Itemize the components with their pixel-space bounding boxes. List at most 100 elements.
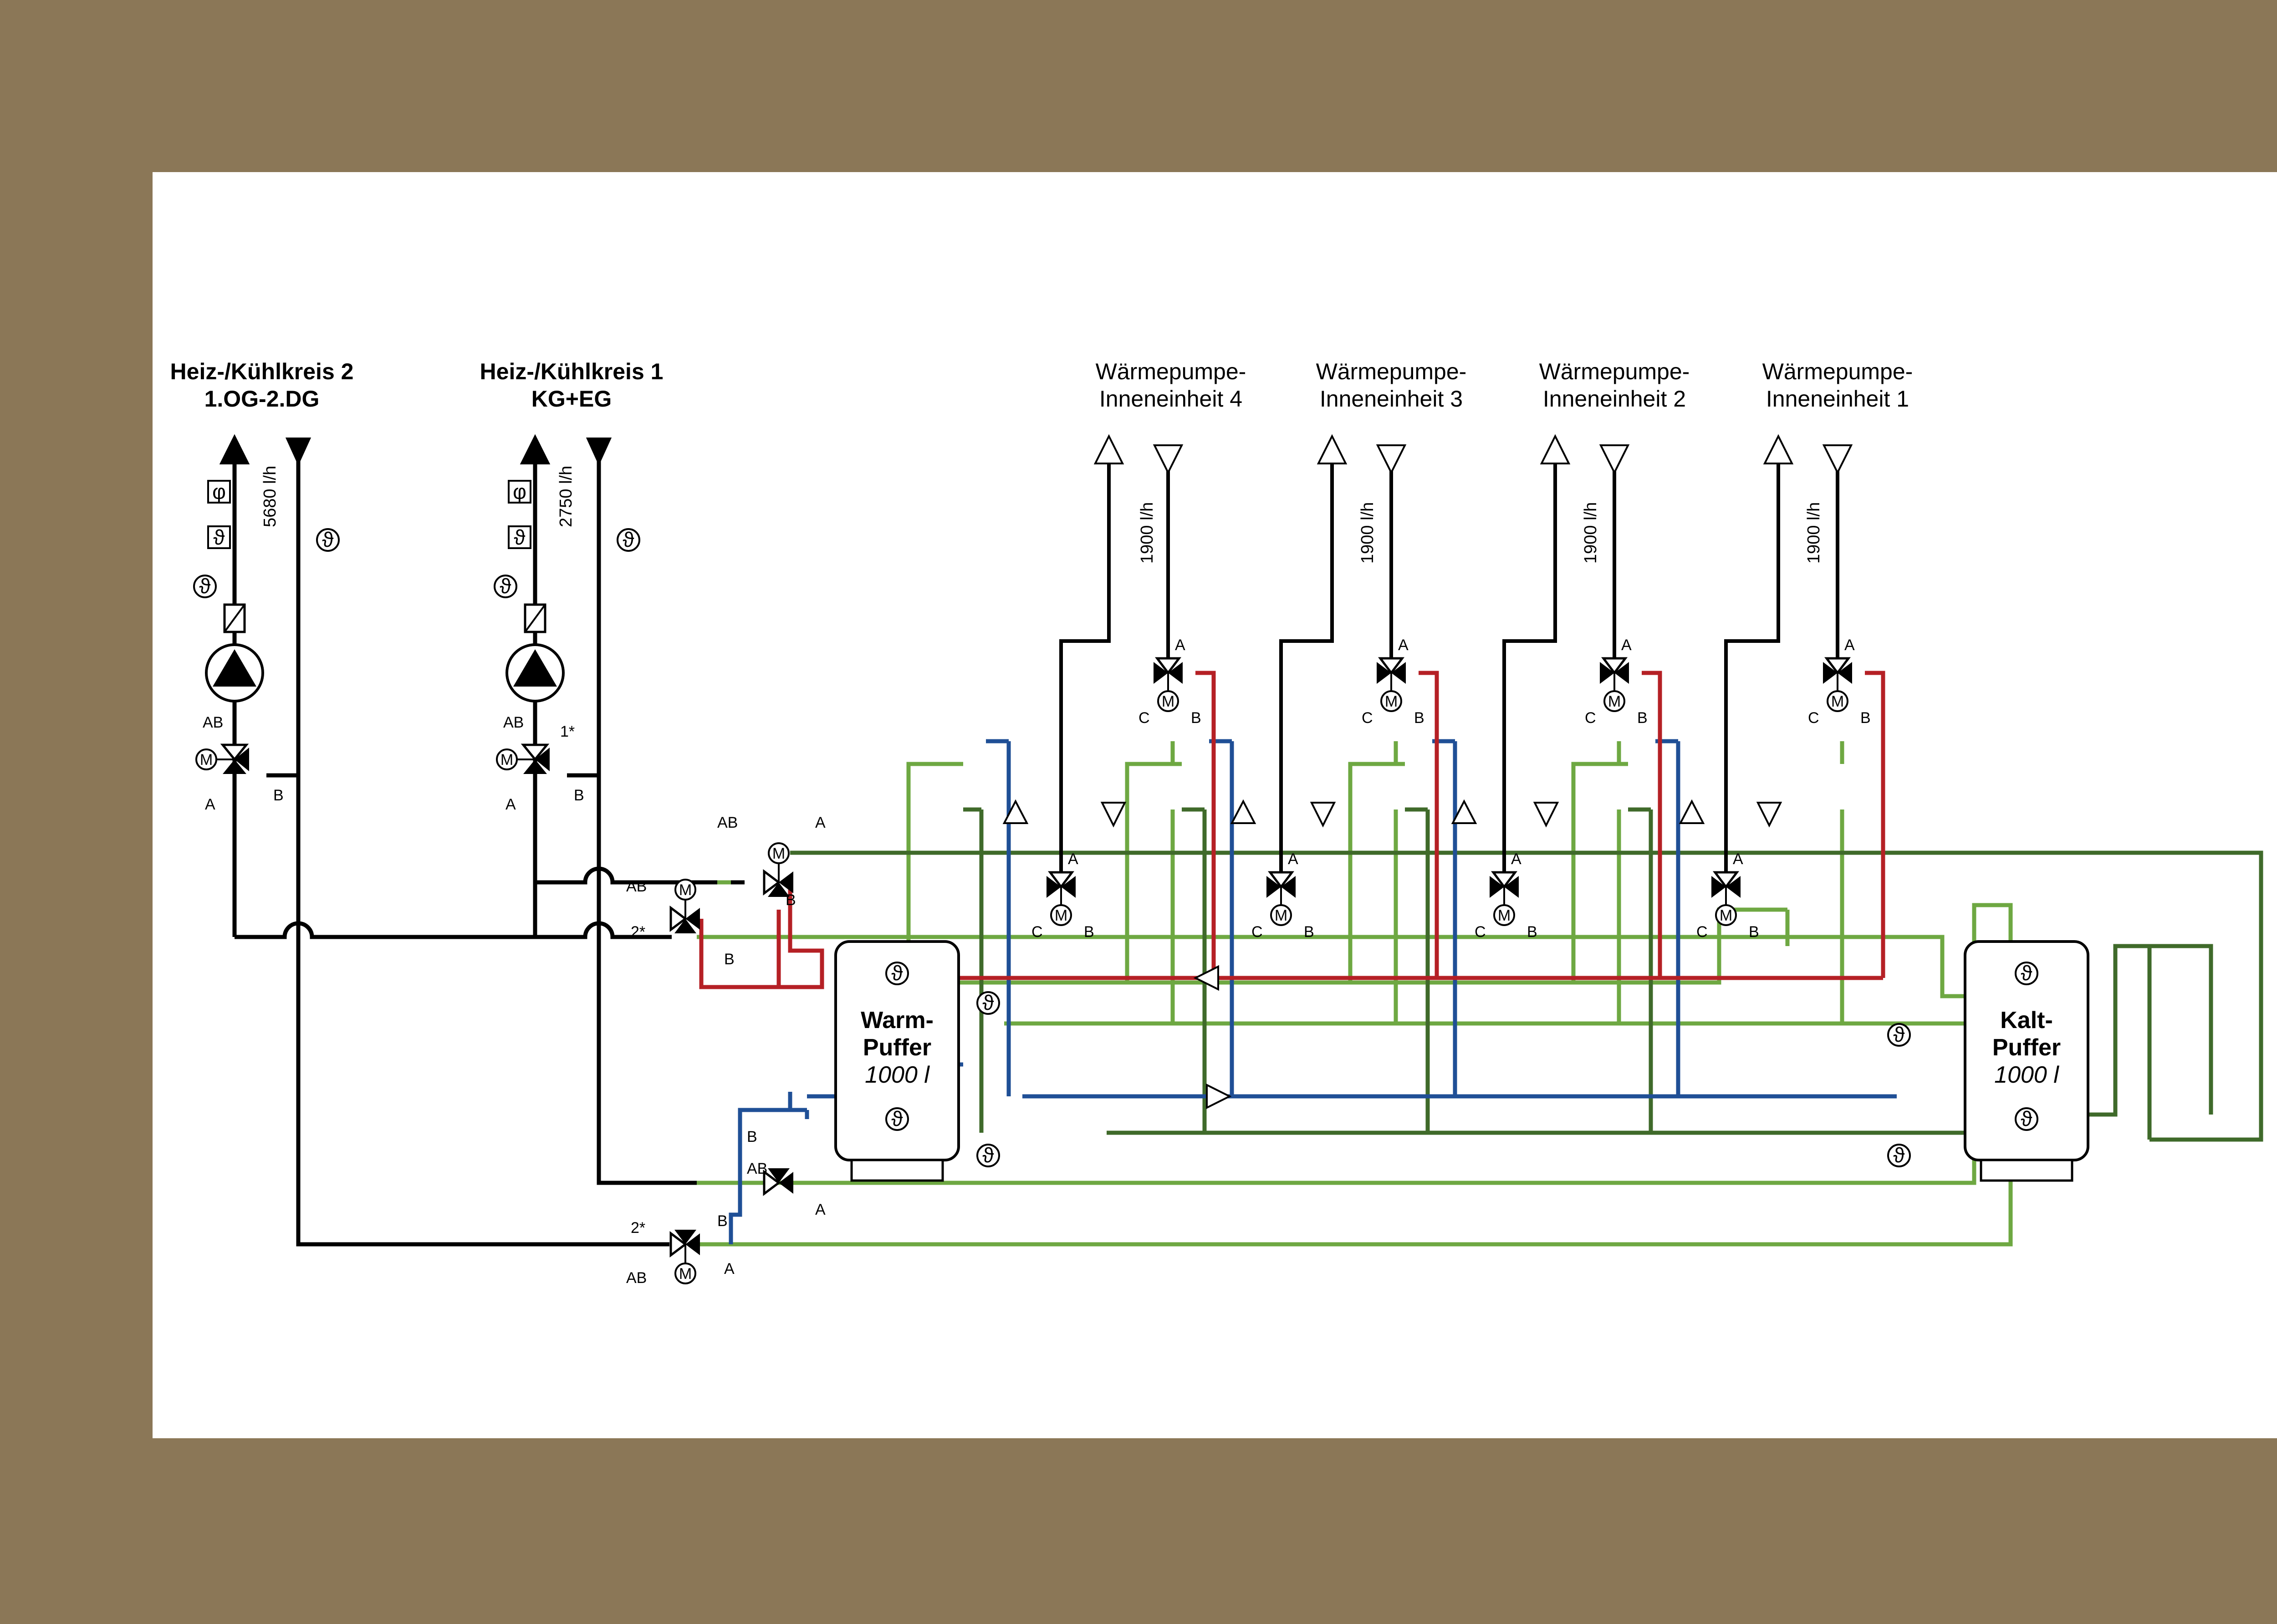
port-a: A [1511,850,1521,868]
heat-pump-port-labels: C B A C B A C B A C B A C B A C B A C B … [1031,636,1871,941]
hp1-supply-arrow-icon [1763,434,1794,464]
motor-label: M [1720,907,1732,924]
valve-note-2: 2* [631,923,645,941]
port-ab: AB [626,1269,647,1287]
heat-pump-2-flow-rate: 1900 l/h [1581,502,1600,564]
motor-label: M [1275,907,1287,924]
warm-buffer-volume: 1000 l [865,1062,930,1088]
humidity-sensor-icon [207,480,231,504]
heat-pump-3-label: Wärmepumpe- [1316,359,1467,384]
pumps [205,603,565,703]
circuit-2-name: Heiz-/Kühlkreis 2 [170,359,354,384]
port-b: B [1304,923,1314,941]
circuit-pipes [232,445,749,1247]
port-a: A [1398,636,1409,654]
circuit-2-supply-arrow-icon [219,434,250,464]
heat-pump-1-flow-rate: 1900 l/h [1804,502,1823,564]
temperature-symbol: ϑ [500,574,511,598]
heat-pump-2-label: Wärmepumpe- [1539,359,1690,384]
circuit-labels: Heiz-/Kühlkreis 2 1.OG-2.DG Heiz-/Kühlkr… [170,359,664,412]
temperature-symbol: ϑ [982,991,994,1014]
heat-pump-1-label: Wärmepumpe- [1762,359,1913,384]
port-b: B [1414,709,1424,727]
switch-valve-2x-top [669,879,700,933]
temperature-symbol: ϑ [2021,961,2032,985]
port-b: B [1084,923,1094,941]
cold-buffer-volume: 1000 l [1994,1062,2059,1088]
humidity-symbol: φ [212,480,226,504]
temperature-sensor-icon [2015,962,2038,985]
circuit-1-name: Heiz-/Kühlkreis 1 [480,359,664,384]
circuit-1-flow-rate: 2750 l/h [556,466,576,527]
port-b: B [1191,709,1201,727]
temperature-symbol: ϑ [514,525,525,549]
port-a: A [1733,850,1743,868]
hp3-valve-lower [1266,871,1296,926]
hp2-supply-arrow-icon [1540,434,1571,464]
port-b: B [717,1212,728,1230]
cold-buffer-tank: ϑ ϑ Kalt- Puffer 1000 l [1964,940,2089,1182]
temperature-sensor-icon [494,575,517,598]
temperature-symbol: ϑ [199,574,210,598]
humidity-symbol: φ [513,480,526,504]
motor-label: M [1608,693,1621,710]
temperature-sensor-icon [1887,1144,1911,1167]
motor-label: M [500,751,513,769]
circuit-sensors: φ ϑ ϑ ϑ φ ϑ ϑ ϑ [193,480,640,598]
port-b: B [747,1128,757,1145]
port-a: A [815,814,826,831]
hp4-valve-lower [1047,871,1076,926]
temperature-controller-icon [207,525,231,549]
port-ab: AB [747,1160,767,1177]
motor-label: M [1055,907,1067,924]
port-c: C [1031,923,1043,941]
heat-pump-connectors [1059,445,1839,873]
temperature-controller-icon [508,525,531,549]
flow-arrows [219,434,2024,1137]
port-b: B [1860,709,1871,727]
port-a: A [1844,636,1855,654]
flow-rate-labels: 5680 l/h 2750 l/h 1900 l/h 1900 l/h 1900… [260,466,1823,564]
temperature-sensor-icon [193,575,217,598]
circuit-2-flow-rate: 5680 l/h [260,466,280,527]
port-c: C [1475,923,1486,941]
temperature-symbol: ϑ [322,528,333,551]
port-b: B [273,787,284,804]
port-c: C [1362,709,1373,727]
motor-letters: M M M M M M M M M M M M M [200,693,1844,1283]
heat-pump-4-flow-rate: 1900 l/h [1138,502,1157,564]
heat-pump-3-flow-rate: 1900 l/h [1358,502,1377,564]
temperature-sensor-icon [316,528,340,552]
port-b: B [574,787,584,804]
valve-note-1: 1* [560,723,575,740]
heat-pump-4-unit: Inneneinheit 4 [1099,386,1242,412]
hp4-valve-upper [1154,657,1183,712]
motor-label: M [1385,693,1398,710]
hp4-supply-arrow-icon [1093,434,1124,464]
hydraulic-schematic: Heiz-/Kühlkreis 2 1.OG-2.DG Heiz-/Kühlkr… [170,359,2263,1287]
cold-buffer-name-2: Puffer [1992,1034,2061,1061]
temperature-symbol: ϑ [982,1143,994,1167]
temperature-symbol: ϑ [2021,1107,2032,1130]
port-c: C [1251,923,1263,941]
motor-label: M [772,845,785,862]
motor-label: M [679,881,692,899]
port-c: C [1808,709,1819,727]
port-a: A [1068,850,1078,868]
circuit-2-return-arrow-icon [285,438,311,466]
temperature-symbol: ϑ [891,1107,903,1130]
hp1-valve-upper [1823,657,1852,712]
port-a: A [724,1260,735,1278]
port-a: A [815,1201,826,1218]
motor-label: M [679,1265,692,1283]
port-ab: AB [203,714,223,731]
port-a: A [505,796,516,813]
temperature-sensor-icon [885,962,909,985]
temperature-sensor-icon [1887,1023,1911,1047]
motor-label: M [1498,907,1511,924]
port-labels: AB A B AB A B 1* AB A B AB 2* B B AB A 2… [203,714,826,1287]
port-ab: AB [503,714,524,731]
heat-pump-2-unit: Inneneinheit 2 [1543,386,1686,412]
circuit-1-return-arrow-icon [586,438,612,466]
warm-buffer-name-1: Warm- [861,1007,934,1033]
